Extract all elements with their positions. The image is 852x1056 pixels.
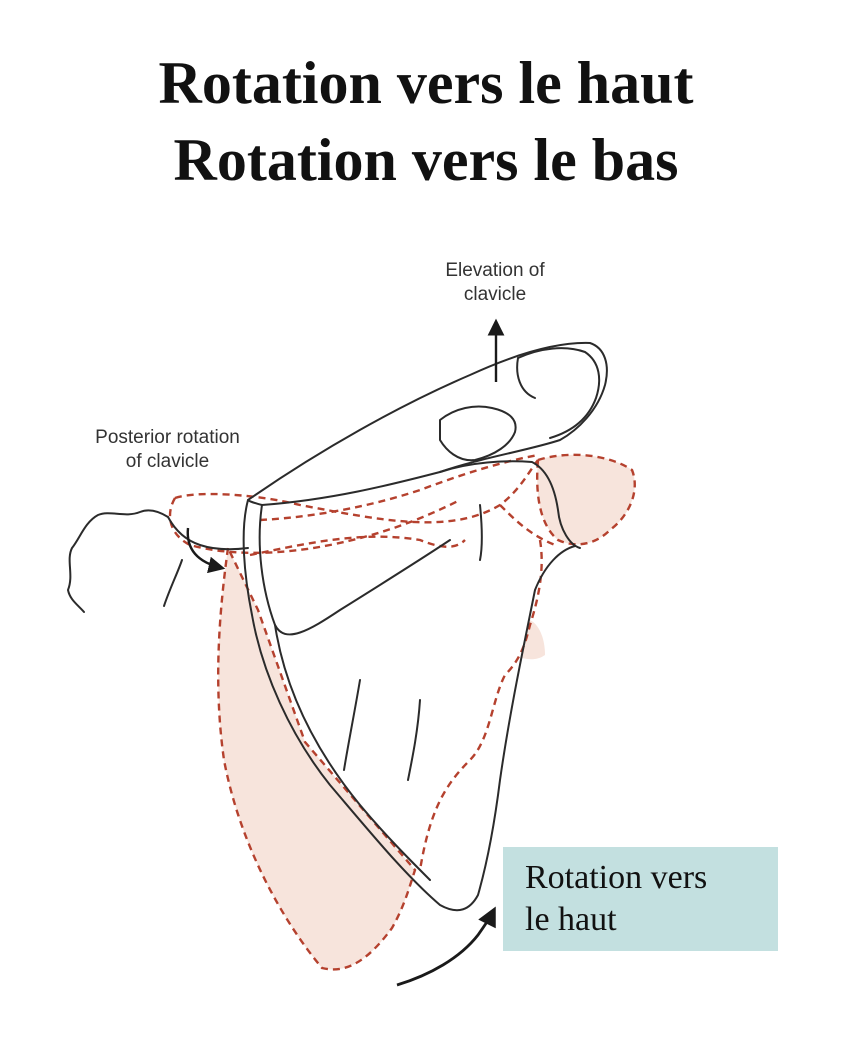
shaded-acromion-outline	[536, 453, 636, 546]
title-line-1: Rotation vers le haut	[158, 50, 694, 116]
elevation-label-line-1: Elevation of	[445, 260, 545, 281]
callout-line-2: le haut	[525, 901, 617, 938]
title-line-2: Rotation vers le bas	[173, 127, 679, 193]
dashed-outlines	[168, 453, 556, 871]
posterior-rotation-arrow	[186, 527, 226, 574]
posterior-rotation-label: Posterior rotation of clavicle	[55, 426, 280, 474]
upward-rotation-arrow	[396, 906, 496, 987]
elevation-of-clavicle-label: Elevation of clavicle	[405, 259, 585, 307]
solid-scapula-drawing	[67, 341, 608, 912]
shaded-scapula-outline	[217, 543, 417, 971]
upward-rotation-callout: Rotation vers le haut	[503, 847, 778, 951]
elevation-label-line-2: clavicle	[463, 284, 527, 305]
posterior-label-line-2: of clavicle	[125, 451, 210, 472]
posterior-label-line-1: Posterior rotation	[95, 427, 240, 448]
shaded-medial-sliver	[522, 620, 545, 660]
callout-line-1: Rotation vers	[525, 859, 708, 896]
